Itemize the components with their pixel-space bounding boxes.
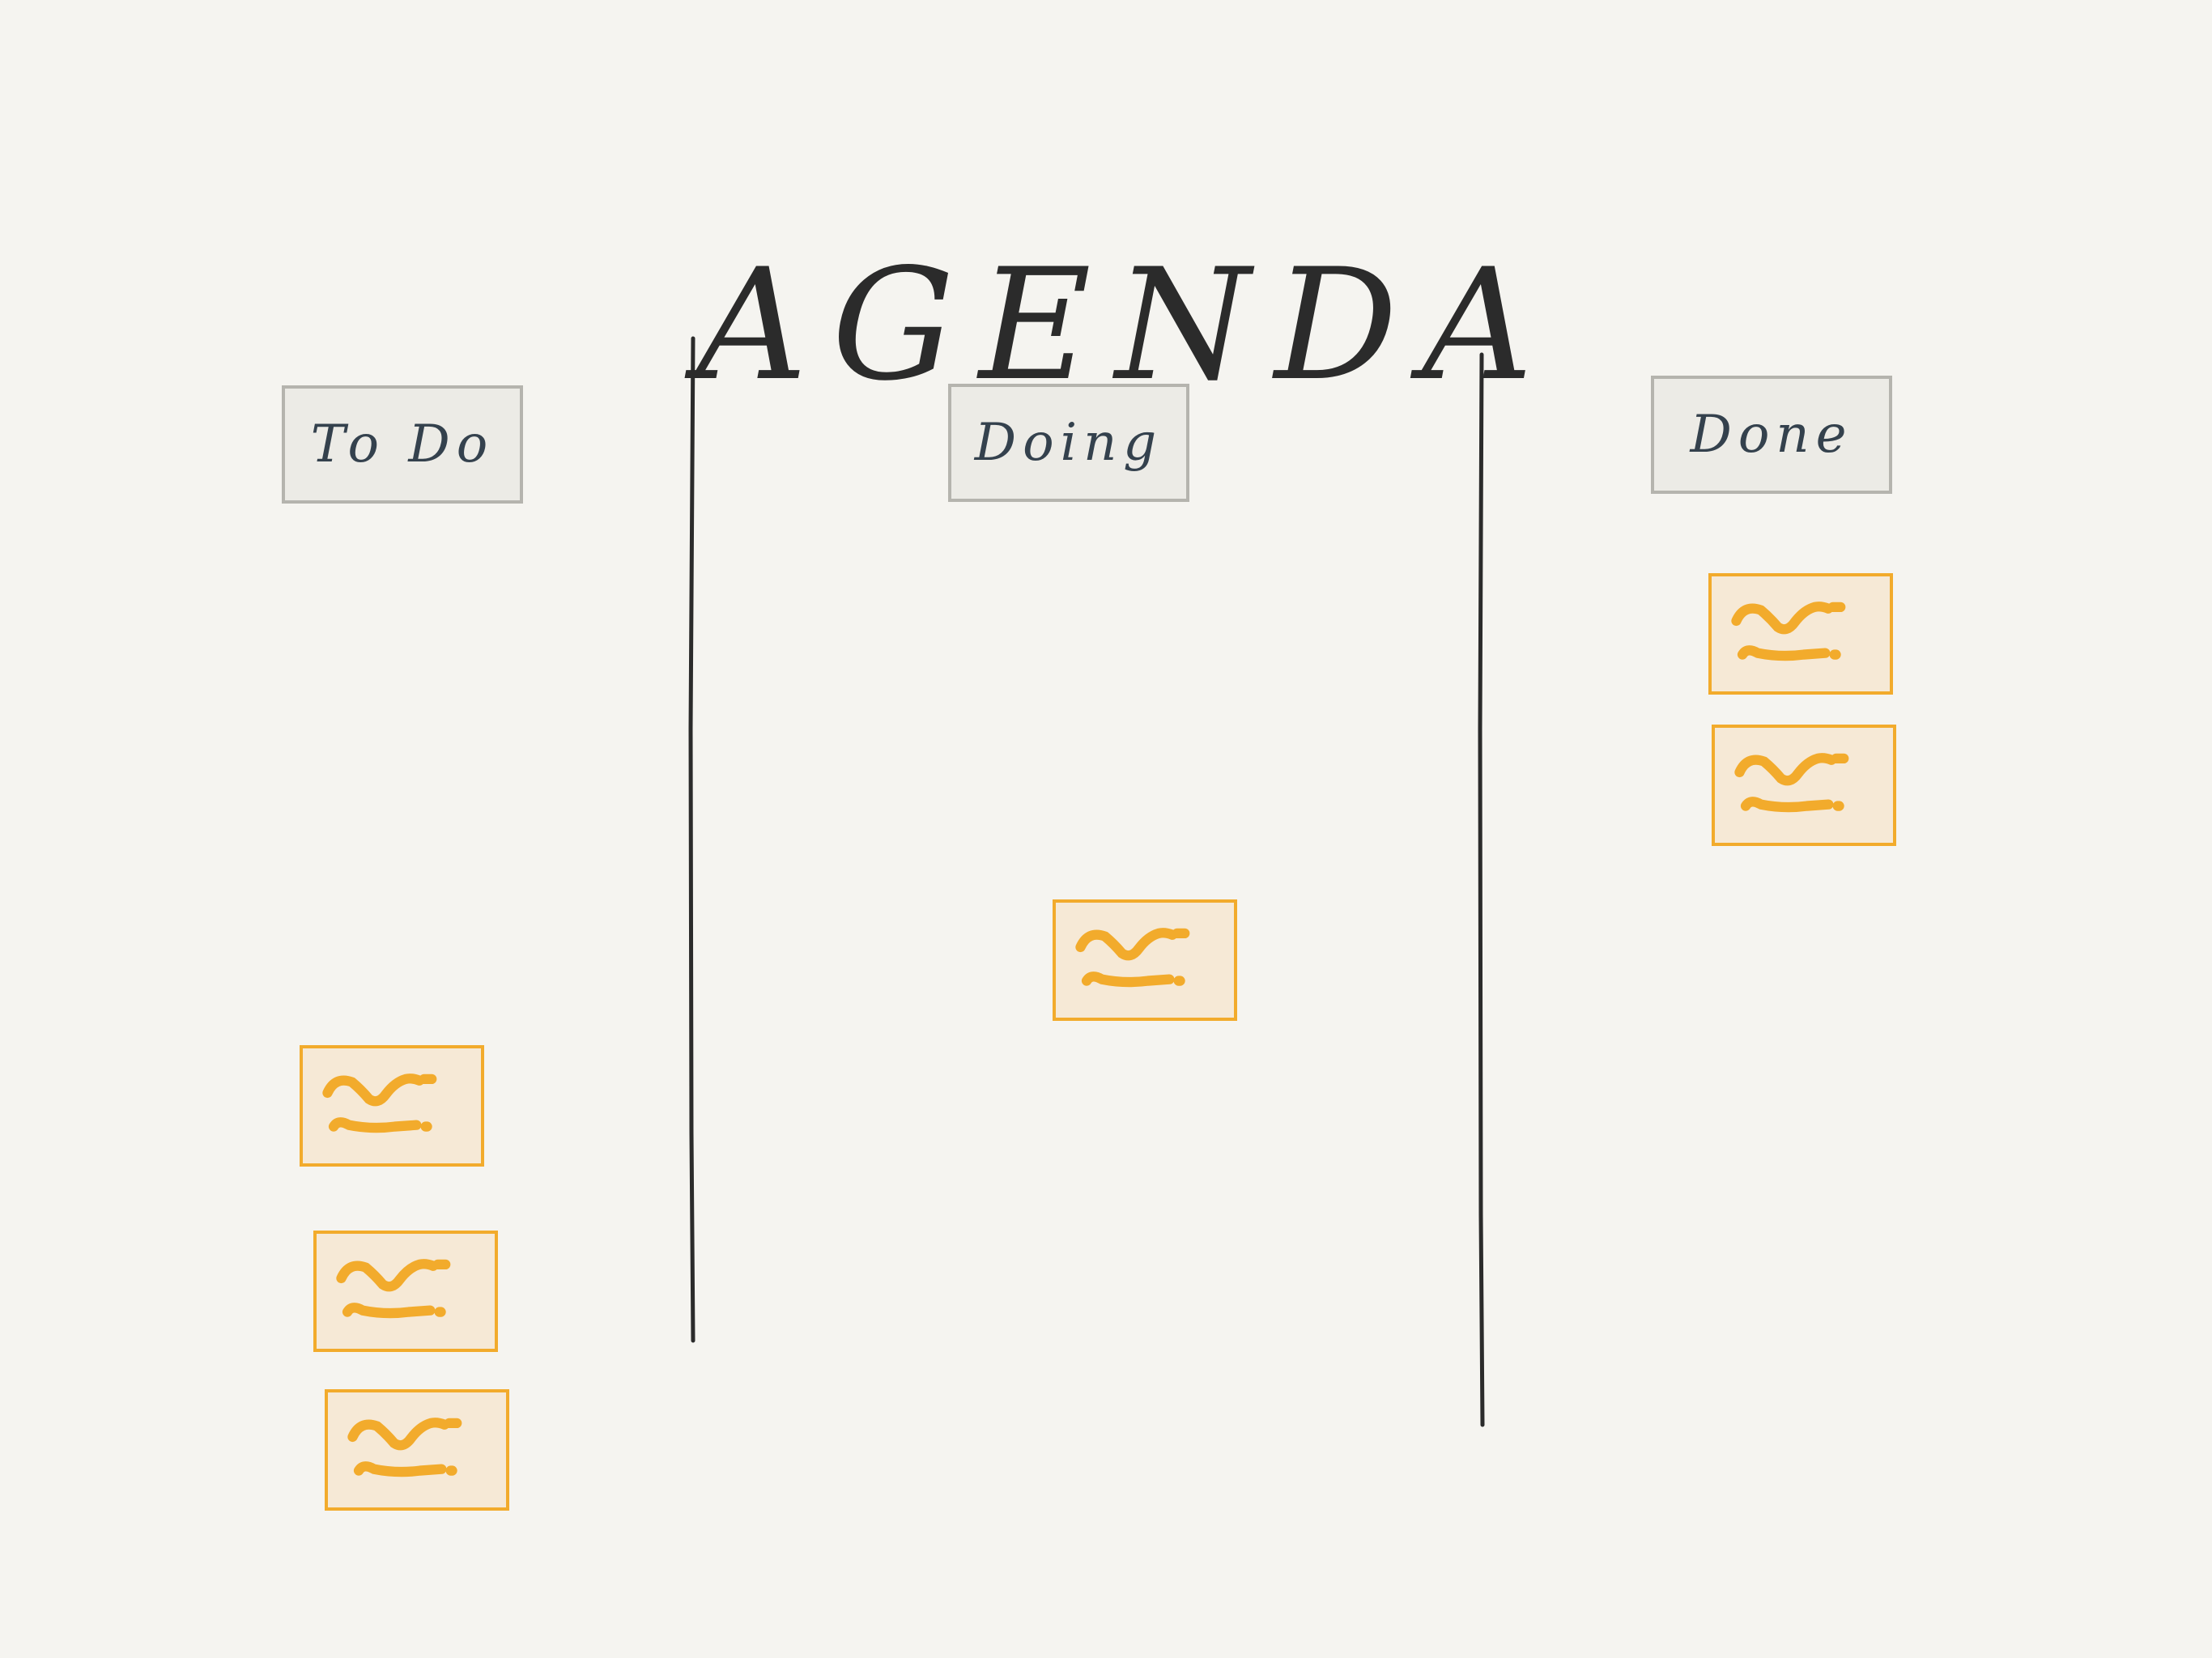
card-scribble — [347, 1418, 462, 1477]
card-scribble — [336, 1259, 451, 1319]
column-header-doing: Doing — [948, 384, 1189, 502]
doing-card[interactable] — [1053, 899, 1237, 1021]
card-scribble — [1731, 602, 1846, 661]
todo-card[interactable] — [325, 1389, 509, 1511]
board-title: AGENDA — [696, 236, 1558, 415]
divider-right — [1478, 352, 1485, 1427]
card-scribble — [1075, 928, 1190, 988]
todo-card[interactable] — [300, 1045, 484, 1167]
card-scribble — [322, 1073, 437, 1133]
todo-card[interactable] — [313, 1231, 498, 1352]
card-scribble — [1734, 753, 1849, 813]
column-header-done: Done — [1651, 376, 1892, 494]
column-header-todo: To Do — [282, 385, 523, 504]
divider-left — [688, 336, 696, 1343]
done-card[interactable] — [1708, 573, 1893, 695]
done-card[interactable] — [1712, 725, 1896, 846]
